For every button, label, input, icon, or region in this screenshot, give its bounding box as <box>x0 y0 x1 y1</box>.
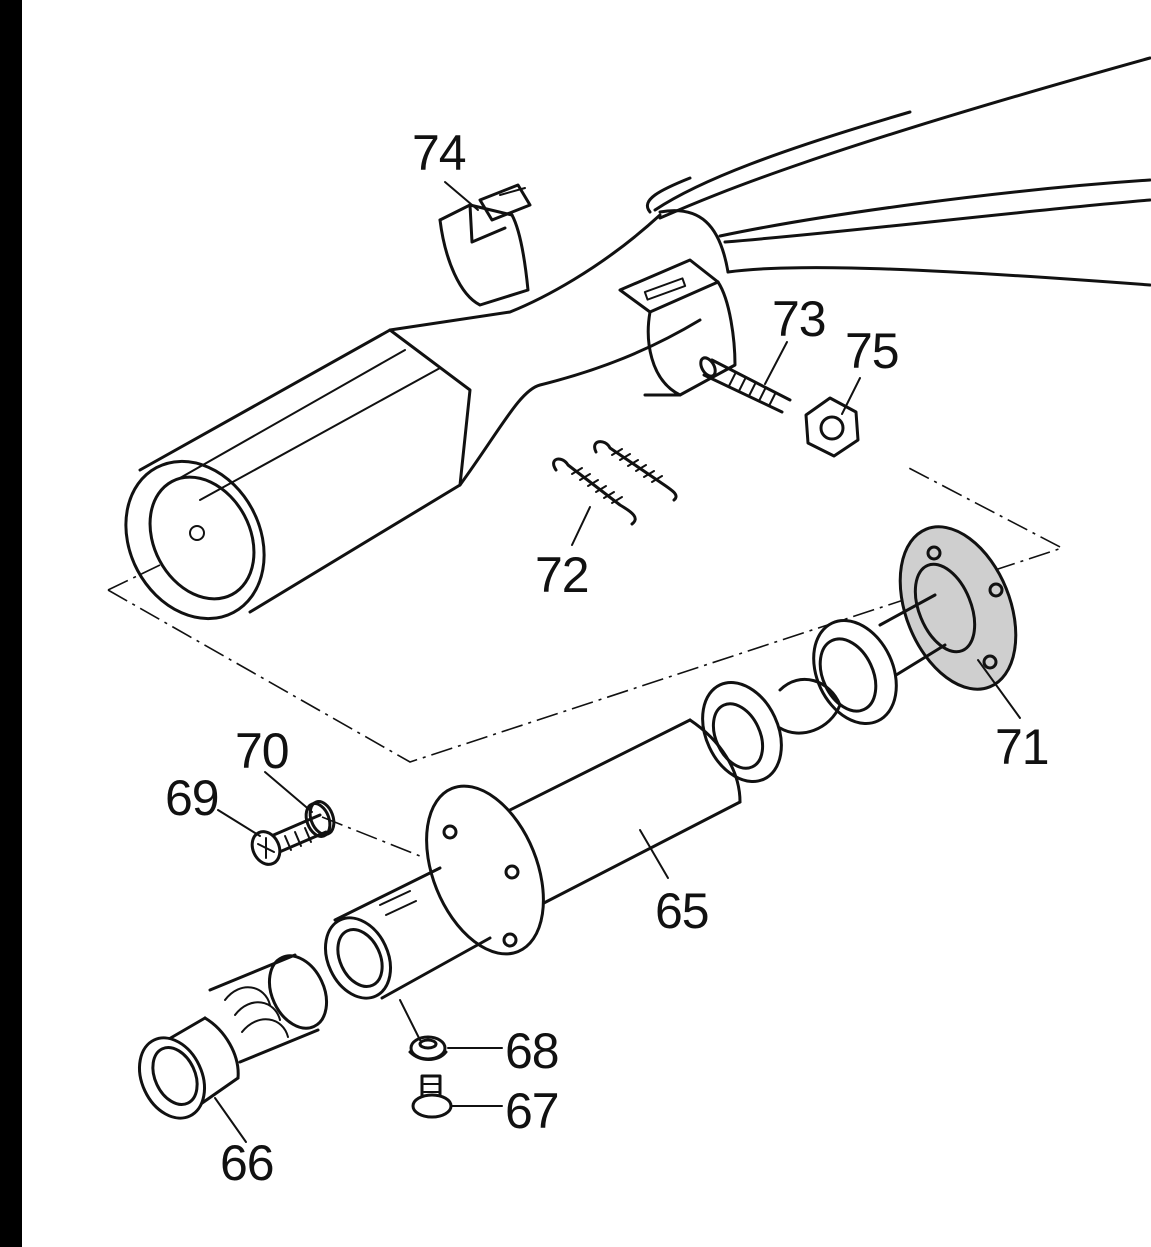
callout-72: 72 <box>535 547 589 603</box>
clamp-bracket-74 <box>438 183 532 307</box>
bolt-73 <box>699 356 792 414</box>
left-frame-border <box>0 0 22 1247</box>
callout-68: 68 <box>505 1023 559 1079</box>
washer-68 <box>408 1035 448 1061</box>
callout-67: 67 <box>505 1083 559 1139</box>
callout-75: 75 <box>845 323 899 379</box>
callout-65: 65 <box>655 883 709 939</box>
callout-69: 69 <box>165 770 219 826</box>
springs-72 <box>552 440 678 526</box>
column-tube-65 <box>324 718 742 1000</box>
bolt-67 <box>411 1074 453 1119</box>
screw-69 <box>250 813 328 866</box>
leader-lines <box>214 181 1021 1143</box>
assembly-reference-outline <box>107 465 1065 763</box>
universal-joint <box>701 618 898 784</box>
washer-70 <box>304 800 336 838</box>
callout-66: 66 <box>220 1135 274 1191</box>
steering-column-housing <box>124 56 1151 621</box>
callout-74: 74 <box>412 125 466 181</box>
flange-71 <box>878 525 1018 691</box>
callout-70: 70 <box>235 723 289 779</box>
callout-71: 71 <box>995 719 1049 775</box>
bearing-sleeve-66 <box>138 953 329 1120</box>
nut-75 <box>804 396 860 458</box>
callout-73: 73 <box>772 291 826 347</box>
